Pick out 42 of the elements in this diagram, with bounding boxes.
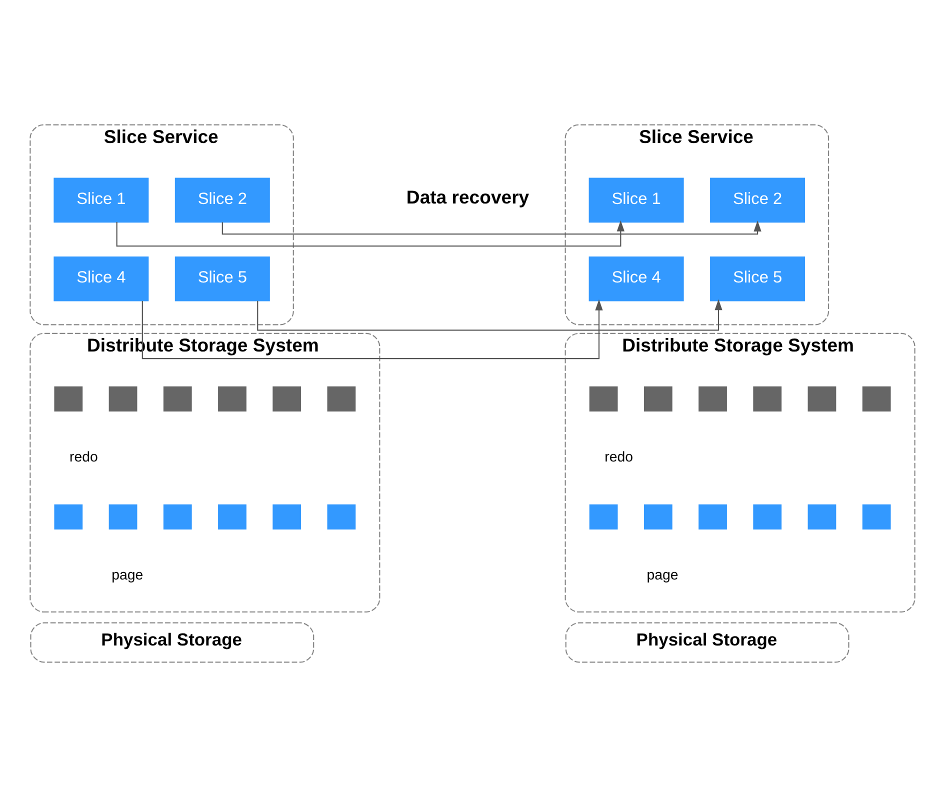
node-box: Slice 2 [710,178,806,223]
node-box: Slice 1 [54,178,149,223]
node-box [644,386,672,412]
node-box [54,386,83,412]
node-box [589,386,618,412]
node-box [108,386,138,412]
node-box [218,504,246,530]
node-box: Slice 5 [174,256,270,302]
node-box [163,504,192,530]
arrow [116,220,624,247]
arrow [257,299,722,331]
node-box: Slice 1 [588,178,684,223]
node-box [589,504,618,530]
node-box [698,386,727,412]
node-box: Slice 4 [588,256,684,302]
node-box: Slice 4 [54,256,149,302]
node-box: Slice 5 [710,256,806,302]
node-box [698,504,727,530]
node-box [272,386,302,412]
node-box: Physical Storage [30,622,314,663]
node-box [163,386,192,412]
node-box [808,504,836,530]
label: redo [70,450,98,466]
label: Data recovery [406,186,530,208]
label: page [646,568,678,584]
node-box: Physical Storage [565,622,850,663]
node-box [862,504,891,530]
node-box [644,504,672,530]
node-box [862,386,891,412]
node-box [272,504,302,530]
node-box [218,386,246,412]
node-box [753,504,782,530]
node-box [327,504,356,530]
label: page [112,568,144,584]
label: redo [604,450,634,466]
node-box: Slice 2 [174,178,270,223]
node-box [327,386,356,412]
node-box [808,386,836,412]
arrow [142,299,603,360]
node-box [753,386,782,412]
node-box [54,504,83,530]
node-box [108,504,138,530]
